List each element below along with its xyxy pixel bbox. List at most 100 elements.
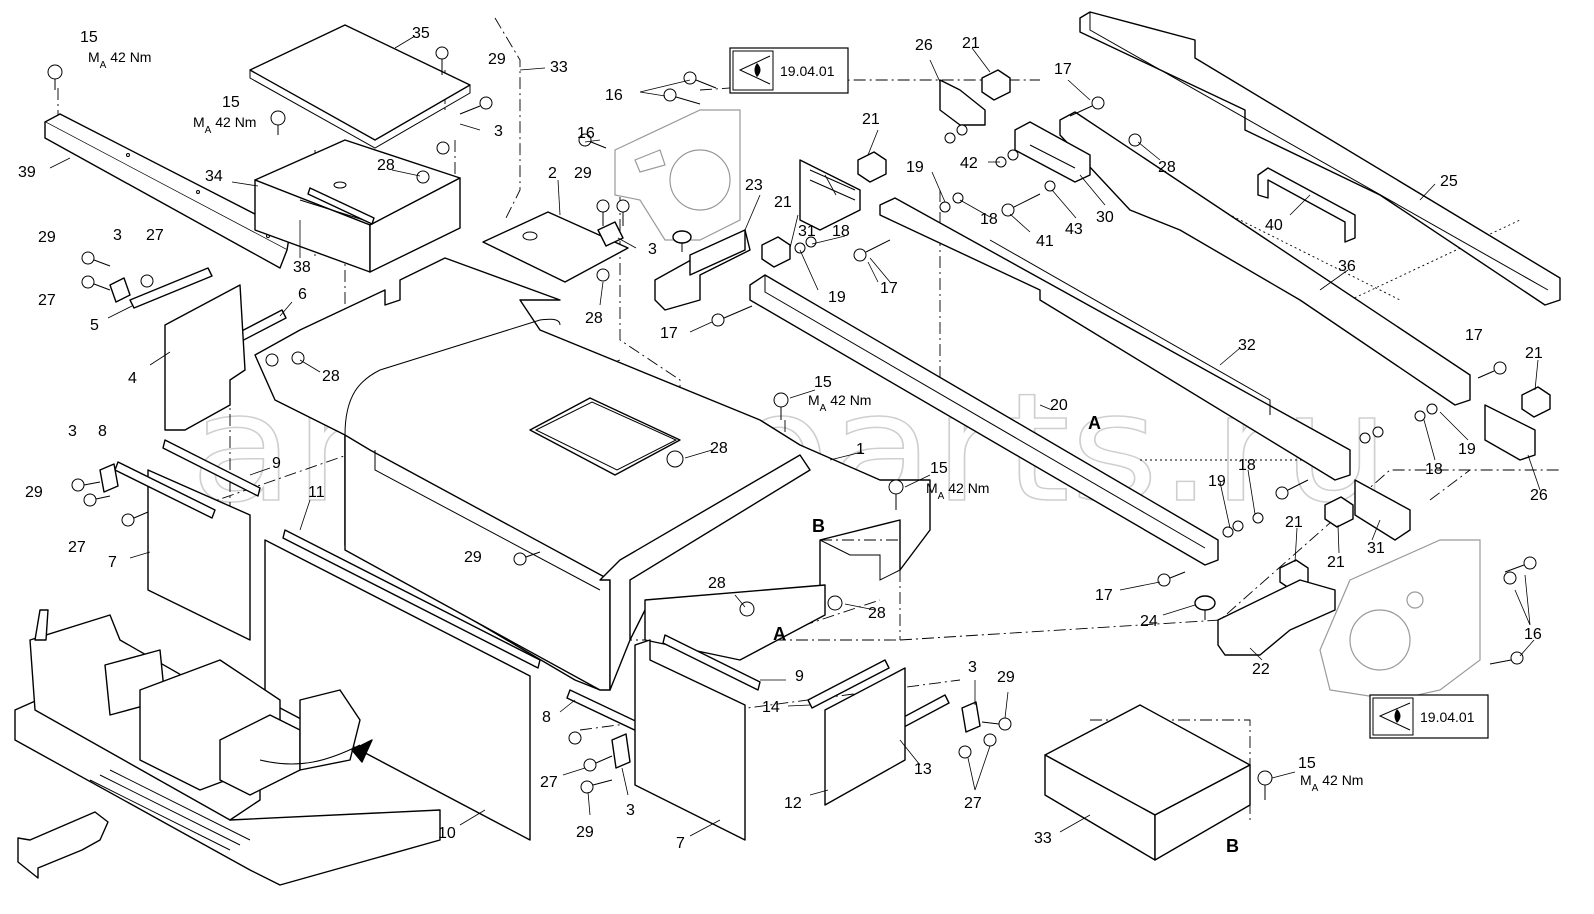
part-7-panel-mid xyxy=(634,639,746,841)
callout: 6 xyxy=(298,286,307,303)
callout: 28 xyxy=(1158,159,1176,176)
callout: 19 xyxy=(1208,473,1226,490)
torque-spec-1: MA 42 Nm xyxy=(88,49,151,71)
torque-spec-3: MA 42 Nm xyxy=(808,392,871,414)
callout: 5 xyxy=(90,317,99,334)
callout: 19 xyxy=(1458,441,1476,458)
part-4-plate xyxy=(164,284,246,431)
callout: 33 xyxy=(1034,830,1052,847)
callout: 4 xyxy=(128,370,137,387)
part-25-rail xyxy=(1079,11,1561,306)
callout: 17 xyxy=(880,280,898,297)
eye-icon xyxy=(1378,702,1411,731)
callout: 21 xyxy=(1285,514,1303,531)
part-2-plate xyxy=(482,211,629,283)
section-marker-b-top: B xyxy=(812,516,825,536)
part-3-clip-lower xyxy=(961,701,981,733)
part-40-handle xyxy=(1257,167,1356,243)
callout: 11 xyxy=(308,484,325,501)
callout: 15 xyxy=(930,460,948,477)
callout: 1 xyxy=(856,441,865,458)
view-direction-arrow xyxy=(17,811,109,879)
callout: 22 xyxy=(1252,661,1270,678)
eye-icon xyxy=(738,55,771,85)
callout: 3 xyxy=(648,241,657,258)
reference-box-bottom: 19.04.01 xyxy=(1369,694,1489,739)
callout: 29 xyxy=(576,824,594,841)
callout: 12 xyxy=(784,795,802,812)
callout: 27 xyxy=(964,795,982,812)
callout: 31 xyxy=(798,223,816,240)
part-24-knob xyxy=(1194,595,1216,620)
callout: 25 xyxy=(1440,173,1458,190)
reference-code-bottom: 19.04.01 xyxy=(1420,709,1475,725)
callout: 26 xyxy=(1530,487,1548,504)
callout: 24 xyxy=(1140,613,1158,630)
callout: 7 xyxy=(108,554,117,571)
callout: 28 xyxy=(585,310,603,327)
part-24-knob-upper xyxy=(672,230,692,252)
callout: 10 xyxy=(438,825,456,842)
callout: 29 xyxy=(38,229,56,246)
part-22-bracket xyxy=(1217,579,1336,656)
eye-pupil-icon xyxy=(754,63,761,77)
callout: 32 xyxy=(1238,337,1256,354)
leader-lines xyxy=(49,35,1541,837)
part-35-cover-plate xyxy=(249,24,471,149)
part-7-panel-left xyxy=(147,469,251,641)
torque-spec-2: MA 42 Nm xyxy=(193,114,256,136)
part-32-rail xyxy=(879,197,1351,481)
callout: 33 xyxy=(550,59,568,76)
callout: 29 xyxy=(574,165,592,182)
callout: 41 xyxy=(1036,233,1054,250)
part-5-strip xyxy=(129,267,213,309)
part-9-strip-left xyxy=(162,439,261,497)
part-36-rail xyxy=(1059,111,1471,406)
callout: 27 xyxy=(38,292,56,309)
callout: 16 xyxy=(1524,626,1542,643)
part-34-box xyxy=(254,139,461,273)
callout: 19 xyxy=(906,159,924,176)
callout: 3 xyxy=(968,659,977,676)
callout: 8 xyxy=(98,423,107,440)
callout: 43 xyxy=(1065,221,1083,238)
part-21-block-b xyxy=(857,151,887,183)
reference-box-top: 19.04.01 xyxy=(729,47,849,94)
torque-spec-5: MA 42 Nm xyxy=(1300,772,1363,794)
callout: 38 xyxy=(293,259,311,276)
part-38-rod xyxy=(307,187,375,225)
part-26-bracket-right xyxy=(1484,404,1536,461)
section-marker-a-top: A xyxy=(1088,413,1101,433)
part-14-strip xyxy=(807,659,890,709)
callout: 19 xyxy=(828,289,846,306)
callout: 23 xyxy=(745,177,763,194)
callout: 9 xyxy=(795,668,804,685)
callout: 29 xyxy=(488,51,506,68)
callout: 15 xyxy=(1298,755,1316,772)
part-9-strip-mid xyxy=(662,634,761,691)
callout: 29 xyxy=(25,484,43,501)
part-3-clip-left xyxy=(109,277,131,303)
callout: 17 xyxy=(1465,327,1483,344)
callout: 27 xyxy=(146,227,164,244)
callout: 40 xyxy=(1265,217,1283,234)
part-10-panel xyxy=(264,539,531,841)
callout: 17 xyxy=(660,325,678,342)
side-plate-reference-left xyxy=(614,109,741,241)
callout: 36 xyxy=(1338,258,1356,275)
callout: 35 xyxy=(412,25,430,42)
callout: 3 xyxy=(494,123,503,140)
part-21-block-c xyxy=(761,236,791,268)
callout: 3 xyxy=(68,423,77,440)
callout: 27 xyxy=(68,539,86,556)
part-33-box xyxy=(1044,704,1251,861)
part-8-strip-left xyxy=(114,461,216,519)
callout: 17 xyxy=(1054,61,1072,78)
part-31-bracket-right xyxy=(1354,479,1411,541)
callout: 28 xyxy=(710,440,728,457)
part-21-block-f xyxy=(1324,496,1354,528)
section-marker-b-bottom: B xyxy=(1226,836,1239,856)
callout: 28 xyxy=(377,157,395,174)
part-12-panel xyxy=(824,667,906,806)
part-3-clip-top xyxy=(597,221,624,247)
